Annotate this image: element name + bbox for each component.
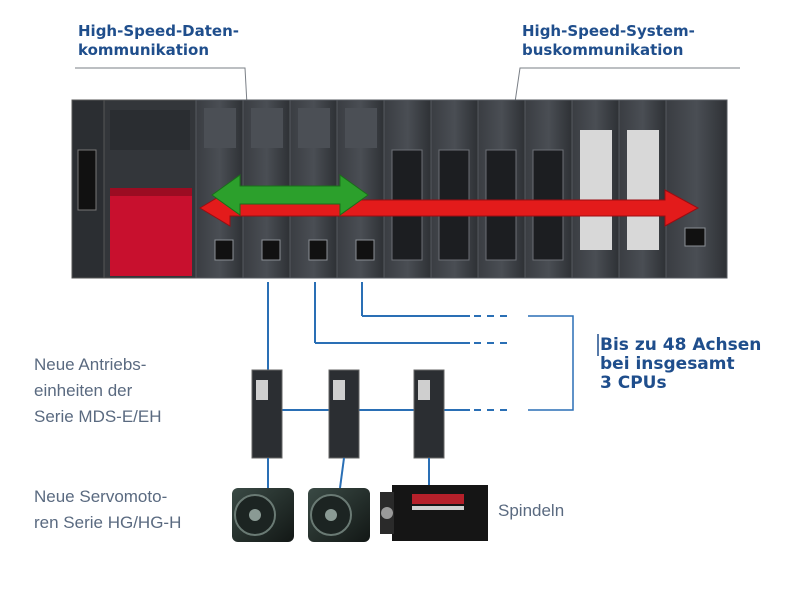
axes-info: Bis zu 48 Achsen bei insgesamt 3 CPUs <box>600 335 762 393</box>
servo-motor-icon <box>232 488 370 542</box>
system-bus-label: High-Speed-System- buskommunikation <box>522 22 695 59</box>
axes-bracket <box>528 315 574 411</box>
servo-drive-unit-icon <box>251 369 445 459</box>
drives-label: Neue Antriebs- einheiten der Serie MDS-E… <box>34 355 162 426</box>
data-comm-label: High-Speed-Daten- kommunikation <box>78 22 240 59</box>
cable-continuation <box>474 315 510 411</box>
spindle-motor-icon <box>380 485 488 541</box>
data-comm-arrow <box>211 174 369 216</box>
servo-label: Neue Servomoto- ren Serie HG/HG-H <box>34 487 182 532</box>
cpu-module-red <box>110 192 192 276</box>
spindles-label: Spindeln <box>498 501 565 520</box>
plc-rack-icon <box>71 99 728 279</box>
